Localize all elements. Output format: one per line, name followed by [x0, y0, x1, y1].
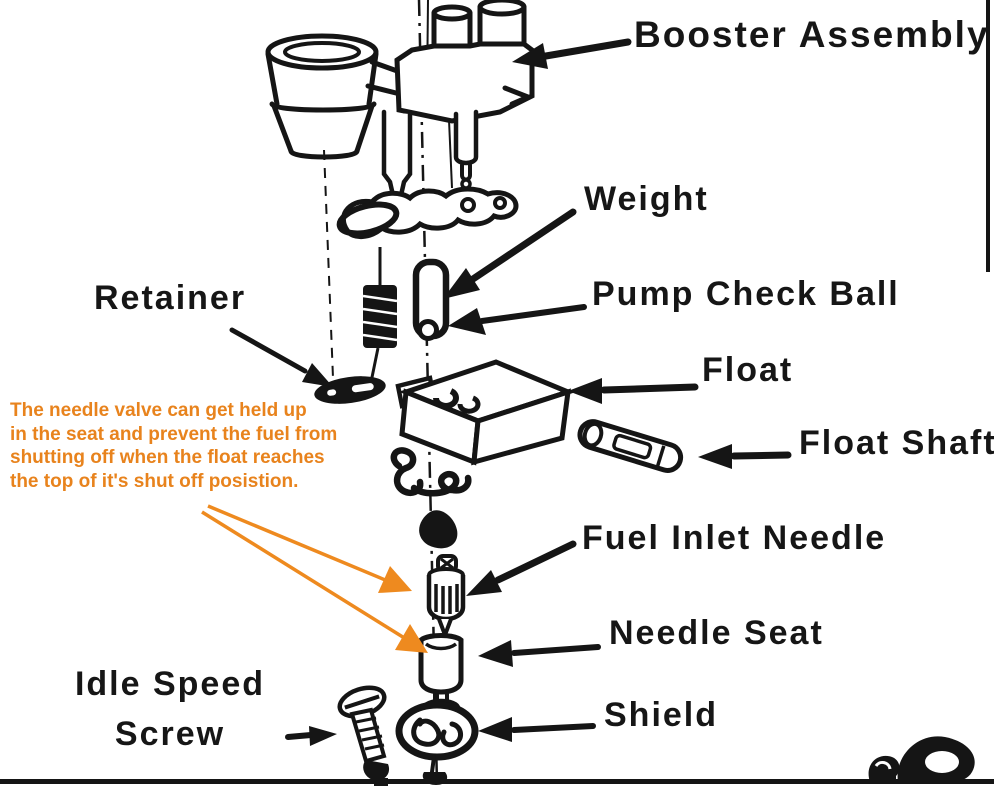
- label-idle-speed-line1: Idle Speed: [74, 665, 266, 703]
- label-needle-seat: Needle Seat: [609, 614, 824, 652]
- idle-speed-screw-arrow: [285, 726, 337, 746]
- shield-part-drawing: [395, 693, 479, 785]
- label-pump-check-ball: Pump Check Ball: [592, 275, 900, 313]
- callout-arrows: [229, 38, 792, 746]
- booster-assembly-part-drawing: [265, 0, 535, 226]
- retainer-arrow: [229, 327, 333, 387]
- label-fuel-inlet-needle: Fuel Inlet Needle: [582, 519, 887, 557]
- annotation-line-3: shutting off when the float reaches: [10, 447, 325, 468]
- label-idle-speed-line2: Screw: [114, 715, 226, 753]
- label-idle-speed-screw: Idle Speed Screw: [50, 659, 290, 759]
- weight-arrow: [443, 208, 577, 299]
- corner-part-fragment-drawing: [868, 736, 975, 782]
- float-arrow: [568, 378, 699, 404]
- idle-speed-screw-part-drawing: [337, 685, 390, 786]
- label-float-shaft: Float Shaft: [799, 424, 994, 462]
- pump-linkage-plate-drawing: [336, 186, 519, 239]
- label-retainer: Retainer: [94, 279, 247, 317]
- needle-retainer-clip-drawing: [419, 510, 458, 549]
- annotation-arrow-to-seat: [201, 510, 428, 653]
- float-shaft-arrow: [698, 444, 792, 469]
- label-float: Float: [702, 351, 794, 389]
- label-weight: Weight: [584, 180, 709, 218]
- fuel-inlet-needle-arrow: [466, 540, 577, 596]
- annotation-line-2: in the seat and prevent the fuel from: [10, 423, 338, 445]
- label-shield: Shield: [604, 696, 719, 734]
- float-clip-drawing: [390, 447, 472, 497]
- pump-check-ball-arrow: [448, 304, 587, 335]
- retainer-part-drawing: [314, 376, 386, 404]
- float-shaft-part-drawing: [577, 419, 684, 473]
- fuel-inlet-needle-part-drawing: [426, 554, 466, 645]
- annotation-line-4: the top of it's shut off posistion.: [10, 470, 299, 492]
- needle-valve-annotation: The needle valve can get held up in the …: [10, 399, 337, 493]
- float-part-drawing: [395, 359, 576, 466]
- pump-check-ball-part-drawing: [417, 319, 439, 341]
- annotation-line-1: The needle valve can get held up: [10, 400, 307, 421]
- annotation-arrows: [201, 504, 428, 653]
- needle-seat-arrow: [478, 640, 601, 667]
- pump-spring-drawing: [362, 247, 398, 393]
- label-booster-assembly: Booster Assembly: [634, 14, 990, 55]
- booster-assembly-arrow: [512, 38, 632, 69]
- annotation-arrow-to-needle: [207, 504, 412, 593]
- shield-arrow: [478, 717, 596, 742]
